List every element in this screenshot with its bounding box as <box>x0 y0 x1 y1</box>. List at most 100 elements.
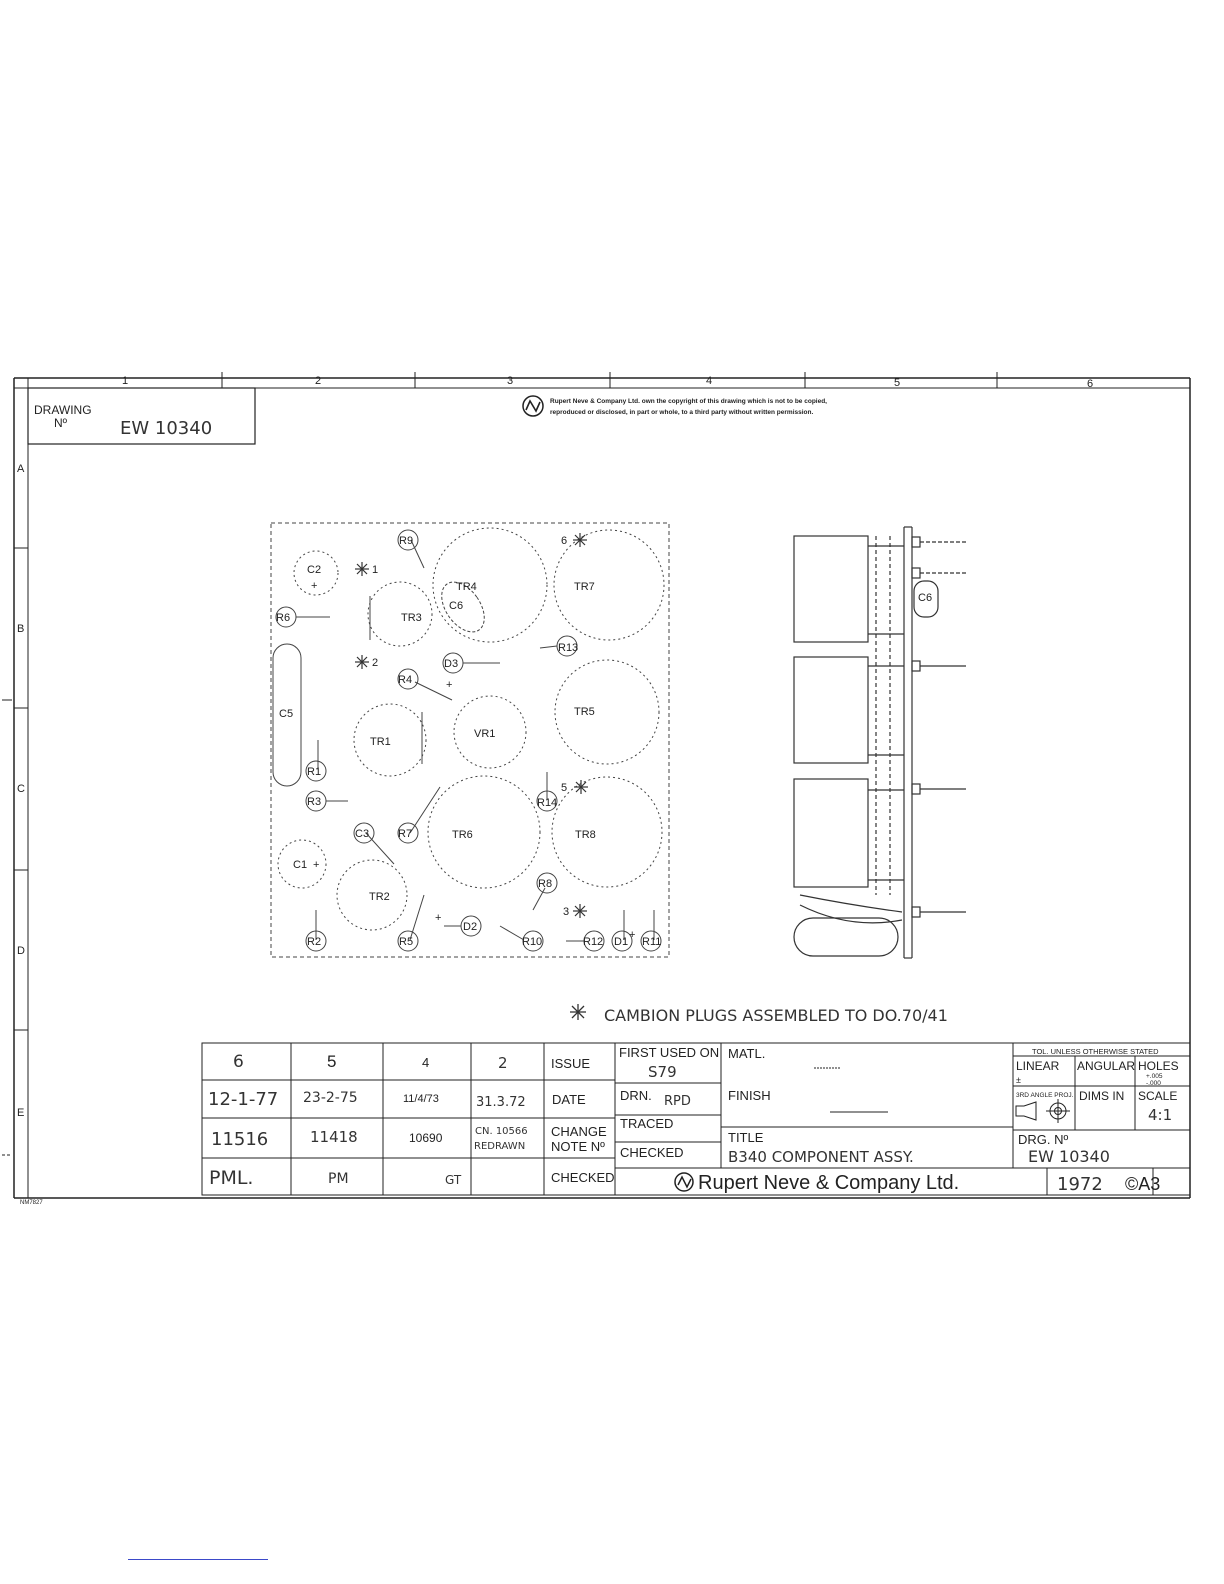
label-tr1: TR1 <box>370 736 391 748</box>
scale-value: 4:1 <box>1148 1106 1172 1124</box>
title-block <box>614 1042 1191 1196</box>
rev-note-4: 10690 <box>409 1131 443 1145</box>
angular-label: ANGULAR <box>1077 1059 1135 1073</box>
zone-col-4: 4 <box>706 375 712 387</box>
side-can-1 <box>793 535 869 643</box>
label-r13: R13 <box>558 642 578 654</box>
year: 1972 <box>1057 1174 1103 1195</box>
label-tr8: TR8 <box>575 829 596 841</box>
label-r4: R4 <box>398 674 412 686</box>
label-c5: C5 <box>279 708 293 720</box>
label-r5: R5 <box>399 936 413 948</box>
side-can-2 <box>793 656 869 764</box>
plug-label-1: 1 <box>372 564 378 576</box>
label-r8: R8 <box>538 878 552 890</box>
tr8-outline <box>551 776 663 888</box>
copyright-notice: Rupert Neve & Company Ltd. own the copyr… <box>522 395 827 417</box>
linear-label: LINEAR <box>1016 1059 1060 1073</box>
copyright-line-2: reproduced or disclosed, in part or whol… <box>550 409 813 416</box>
component-labels: R9 TR4 TR7 C2 + TR3 C6 R6 R13 D3 + R4 C5… <box>276 535 661 948</box>
d2-plus: + <box>435 912 441 924</box>
tr5-outline <box>554 659 660 765</box>
r10-pad <box>522 930 544 952</box>
asterisk-3-icon <box>573 904 587 918</box>
rev-checked-5: PM <box>328 1171 349 1187</box>
footnote: CAMBION PLUGS ASSEMBLED TO DO.70/41 <box>570 1004 948 1025</box>
label-r1: R1 <box>307 766 321 778</box>
label-tr7: TR7 <box>574 581 595 593</box>
checked-label: CHECKED <box>620 1145 684 1160</box>
c1-outline <box>277 839 327 889</box>
rev-note-2-redrawn: REDRAWN <box>474 1141 525 1152</box>
stray-blue-line <box>128 1559 268 1560</box>
plug-label-5: 5 <box>561 782 567 794</box>
traced-label: TRACED <box>620 1116 673 1131</box>
rev-issue-6: 6 <box>233 1052 244 1072</box>
label-r7: R7 <box>398 828 412 840</box>
rev-date-5: 23-2-75 <box>303 1090 358 1106</box>
zone-row-e: E <box>17 1107 24 1119</box>
tr2-outline <box>336 859 408 931</box>
zone-column-labels: 1 2 3 4 5 6 <box>122 375 1093 390</box>
label-r12: R12 <box>583 936 603 948</box>
tr3-outline <box>367 581 433 647</box>
zone-row-d: D <box>17 945 25 957</box>
tr6-outline <box>427 775 541 889</box>
rev-date-4: 11/4/73 <box>403 1093 439 1105</box>
label-r6: R6 <box>276 612 290 624</box>
d1-plus: + <box>629 929 635 941</box>
tol-label: TOL. UNLESS OTHERWISE STATED <box>1032 1047 1159 1056</box>
drg-no-value: EW 10340 <box>1028 1147 1110 1166</box>
r11-pad <box>640 930 662 952</box>
footnote-asterisk-icon <box>570 1004 586 1020</box>
rev-row-checked: CHECKED <box>551 1170 615 1185</box>
c6-outline <box>441 581 485 633</box>
label-r14: R14 <box>537 797 557 809</box>
pcb-layout <box>270 522 670 958</box>
drg-no-label: DRG. Nº <box>1018 1132 1069 1147</box>
asterisk-2-icon <box>355 655 369 669</box>
rev-issue-5: 5 <box>327 1052 336 1071</box>
label-tr4: TR4 <box>456 581 477 593</box>
rev-note-2: CN. 10566 <box>475 1126 528 1137</box>
drn-label: DRN. <box>620 1088 652 1103</box>
d3-plus: + <box>446 679 452 691</box>
side-label-c6: C6 <box>918 592 932 604</box>
projection-label: 3RD ANGLE PROJ. <box>1016 1092 1074 1099</box>
label-r2: R2 <box>307 936 321 948</box>
rev-issue-4: 4 <box>422 1055 429 1070</box>
plug-label-3: 3 <box>563 906 569 918</box>
third-angle-projection-icon <box>1015 1099 1070 1123</box>
tr4-outline <box>432 527 548 643</box>
drawing-number-box: DRAWING Nº EW 10340 <box>27 387 256 445</box>
r7-pad <box>397 822 419 844</box>
side-view <box>793 526 966 959</box>
r9-pad <box>397 529 419 551</box>
logo-wave-icon <box>525 399 541 413</box>
holes-tol-minus: -.000 <box>1146 1080 1161 1087</box>
c2-plus: + <box>311 580 317 592</box>
plug-label-2: 2 <box>372 657 378 669</box>
holes-label: HOLES <box>1138 1059 1179 1073</box>
rev-date-6: 12-1-77 <box>208 1089 278 1110</box>
rev-date-2: 31.3.72 <box>476 1095 526 1110</box>
first-used-value: S79 <box>648 1063 677 1081</box>
drawing-number: EW 10340 <box>120 418 212 439</box>
label-c6: C6 <box>449 600 463 612</box>
c3-pad <box>353 822 375 844</box>
zone-col-2: 2 <box>315 375 321 387</box>
c5-outline <box>272 643 302 787</box>
scale-label: SCALE <box>1138 1089 1177 1103</box>
sheet-size: ©A3 <box>1125 1174 1160 1194</box>
r4-pad <box>397 668 419 690</box>
zone-row-b: B <box>17 623 24 635</box>
linear-plusminus: ± <box>1016 1075 1021 1085</box>
label-d1: D1 <box>614 936 628 948</box>
rev-row-change: CHANGE <box>551 1124 607 1139</box>
label-r3: R3 <box>307 796 321 808</box>
title-label: TITLE <box>728 1130 764 1145</box>
asterisk-1-icon <box>355 562 369 576</box>
c2-outline <box>293 550 339 596</box>
side-c5 <box>793 917 899 957</box>
